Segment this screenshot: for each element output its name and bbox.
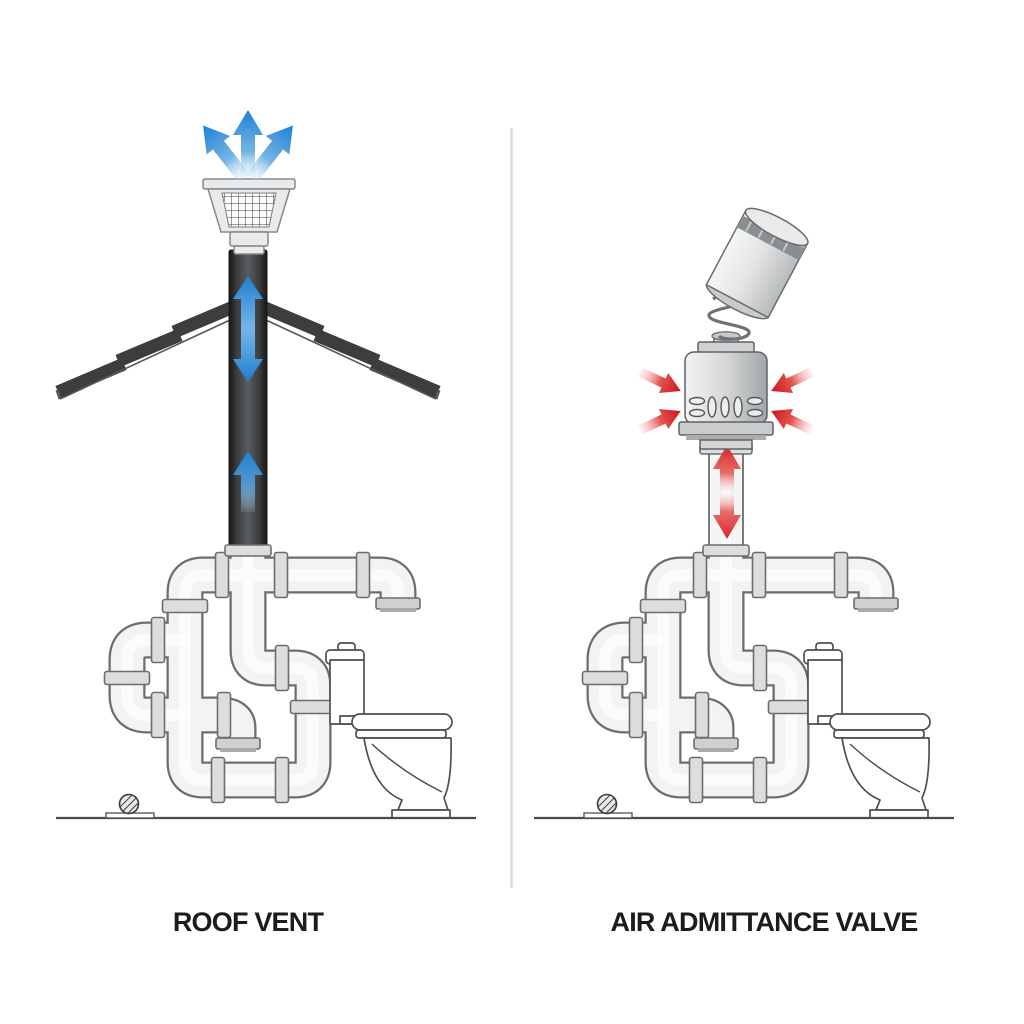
inward-arrow-icon xyxy=(766,401,817,440)
inward-arrow-icon xyxy=(635,362,686,401)
airflow-fan-arrows xyxy=(191,110,305,189)
under-roof-up-arrow-icon xyxy=(233,451,263,512)
toilet xyxy=(803,642,931,819)
pipe-airflow-arrows xyxy=(713,445,741,539)
aav-cap xyxy=(705,207,809,320)
inward-arrow-icon xyxy=(635,401,686,440)
inward-arrow-icon xyxy=(766,362,817,401)
roof-vent-label: ROOF VENT xyxy=(173,907,325,937)
aav-label: AIR ADMITTANCE VALVE xyxy=(611,907,918,937)
vent-cap-mesh xyxy=(221,192,277,228)
roof xyxy=(55,299,441,400)
roof-vent-panel: ROOF VENT xyxy=(54,110,478,937)
red-up-arrow-icon xyxy=(713,445,741,492)
aav-valve-body xyxy=(678,333,774,450)
toilet xyxy=(325,642,453,819)
roof-vent-cap xyxy=(202,178,296,255)
stack-airflow-double-arrow-icon xyxy=(233,276,263,382)
aav-panel: AIR ADMITTANCE VALVE xyxy=(532,207,956,937)
red-down-arrow-icon xyxy=(713,493,741,539)
